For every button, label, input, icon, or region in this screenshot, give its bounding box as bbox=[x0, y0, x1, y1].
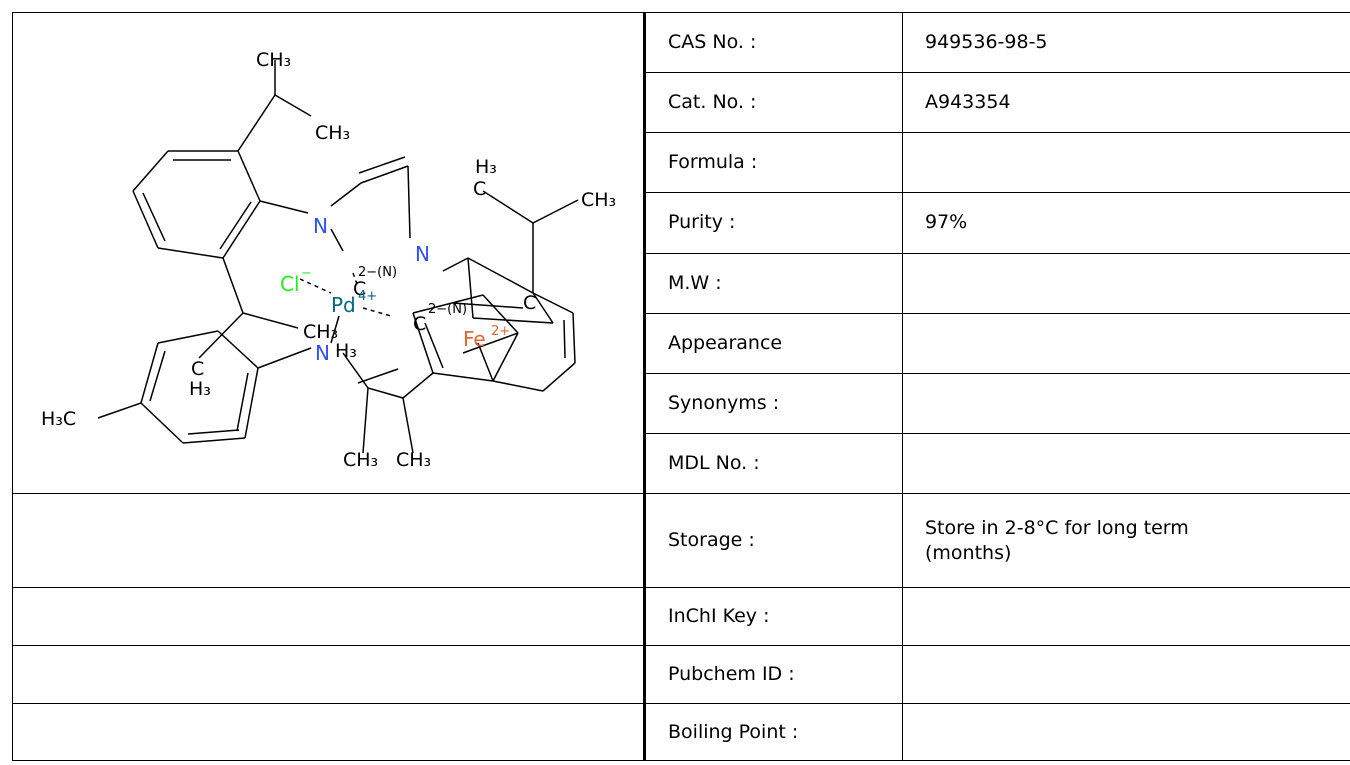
pubchem-id-label: Pubchem ID : bbox=[644, 645, 903, 704]
bond-lines bbox=[97, 60, 579, 454]
atom-label-carbene: 2−(N) bbox=[358, 265, 397, 280]
purity-label: Purity : bbox=[644, 192, 903, 254]
inchi-key-label: InChI Key : bbox=[644, 587, 903, 646]
atom-label-n: N bbox=[313, 214, 328, 238]
atom-label: CH₃ bbox=[343, 449, 378, 471]
atom-label: C bbox=[191, 358, 204, 380]
formula-value bbox=[902, 132, 1350, 194]
table-row: Boiling Point : bbox=[12, 703, 1350, 761]
cas-label: CAS No. : bbox=[644, 11, 903, 74]
atom-label: CH₃ bbox=[396, 449, 431, 471]
atom-label-pd: Pd bbox=[331, 293, 356, 317]
molecule-structure-image: CH₃ CH₃ H₃ C CH₃ N N 2−(N) C Cl − Pd 4+ … bbox=[41, 49, 616, 471]
atom-label-cl: Cl bbox=[280, 272, 300, 296]
atom-label: CH₃ bbox=[315, 122, 350, 144]
purity-value: 97% bbox=[902, 192, 1350, 254]
atom-charge-pd: 4+ bbox=[358, 289, 377, 304]
appearance-value bbox=[902, 312, 1350, 374]
atom-label: CH₃ bbox=[256, 49, 291, 71]
storage-line-1: Store in 2-8°C for long term bbox=[925, 516, 1189, 539]
atom-label-fe: Fe bbox=[463, 327, 486, 351]
atom-charge-fe: 2+ bbox=[491, 324, 510, 339]
atom-label-carbene: 2−(N) bbox=[428, 302, 467, 317]
pubchem-id-value bbox=[902, 645, 1350, 704]
mw-label: M.W : bbox=[644, 252, 903, 314]
table-row: Formula : bbox=[13, 132, 1350, 194]
boiling-point-label: Boiling Point : bbox=[644, 703, 903, 761]
atom-label: H₃C bbox=[41, 408, 76, 430]
table-row: Storage : Store in 2-8°C for long term(m… bbox=[12, 493, 1350, 588]
atom-label: C bbox=[523, 292, 536, 314]
storage-line-2: (months) bbox=[925, 541, 1012, 564]
atom-label: H₃ bbox=[475, 156, 497, 178]
storage-label: Storage : bbox=[644, 493, 903, 588]
table-row: M.W : bbox=[13, 252, 1350, 314]
atom-label: H₃ bbox=[335, 340, 357, 362]
table-row: Appearance bbox=[13, 312, 1350, 374]
atom-label: C bbox=[413, 313, 426, 335]
cas-value: 949536-98-5 bbox=[902, 11, 1350, 74]
cat-no-label: Cat. No. : bbox=[644, 72, 903, 134]
atom-label: H₃ bbox=[189, 378, 211, 400]
mw-value bbox=[902, 252, 1350, 314]
atom-label: C bbox=[353, 278, 366, 300]
cat-no-value: A943354 bbox=[902, 72, 1350, 134]
table-row: Purity : 97% bbox=[13, 192, 1350, 254]
atom-label-n: N bbox=[415, 242, 430, 266]
table-row: MDL No. : bbox=[13, 432, 1350, 495]
empty-cell bbox=[12, 703, 646, 761]
synonyms-label: Synonyms : bbox=[644, 372, 903, 434]
storage-value: Store in 2-8°C for long term(months) bbox=[902, 493, 1350, 588]
atom-label: CH₃ bbox=[303, 321, 338, 343]
empty-cell bbox=[12, 587, 646, 646]
product-info-table: CH₃ CH₃ H₃ C CH₃ N N 2−(N) C Cl − Pd 4+ … bbox=[12, 11, 1350, 761]
table-row: CH₃ CH₃ H₃ C CH₃ N N 2−(N) C Cl − Pd 4+ … bbox=[12, 11, 1350, 494]
mdl-label: MDL No. : bbox=[644, 432, 903, 495]
appearance-label: Appearance bbox=[644, 312, 903, 374]
atom-label: CH₃ bbox=[581, 189, 616, 211]
table-row: InChI Key : bbox=[12, 587, 1350, 646]
inchi-key-value bbox=[902, 587, 1350, 646]
atom-charge-cl: − bbox=[301, 266, 312, 281]
atom-label: C bbox=[473, 178, 486, 200]
boiling-point-value bbox=[902, 703, 1350, 761]
empty-cell bbox=[12, 493, 646, 588]
formula-label: Formula : bbox=[644, 132, 903, 194]
atom-labels: CH₃ CH₃ H₃ C CH₃ N N 2−(N) C Cl − Pd 4+ … bbox=[41, 49, 616, 471]
table-row: Cat. No. : A943354 bbox=[13, 72, 1350, 134]
structure-cell: CH₃ CH₃ H₃ C CH₃ N N 2−(N) C Cl − Pd 4+ … bbox=[12, 12, 646, 494]
synonyms-value bbox=[902, 372, 1350, 434]
mdl-value bbox=[902, 432, 1350, 495]
empty-cell bbox=[12, 645, 646, 704]
atom-label-n: N bbox=[315, 341, 330, 365]
table-row: Pubchem ID : bbox=[12, 645, 1350, 704]
